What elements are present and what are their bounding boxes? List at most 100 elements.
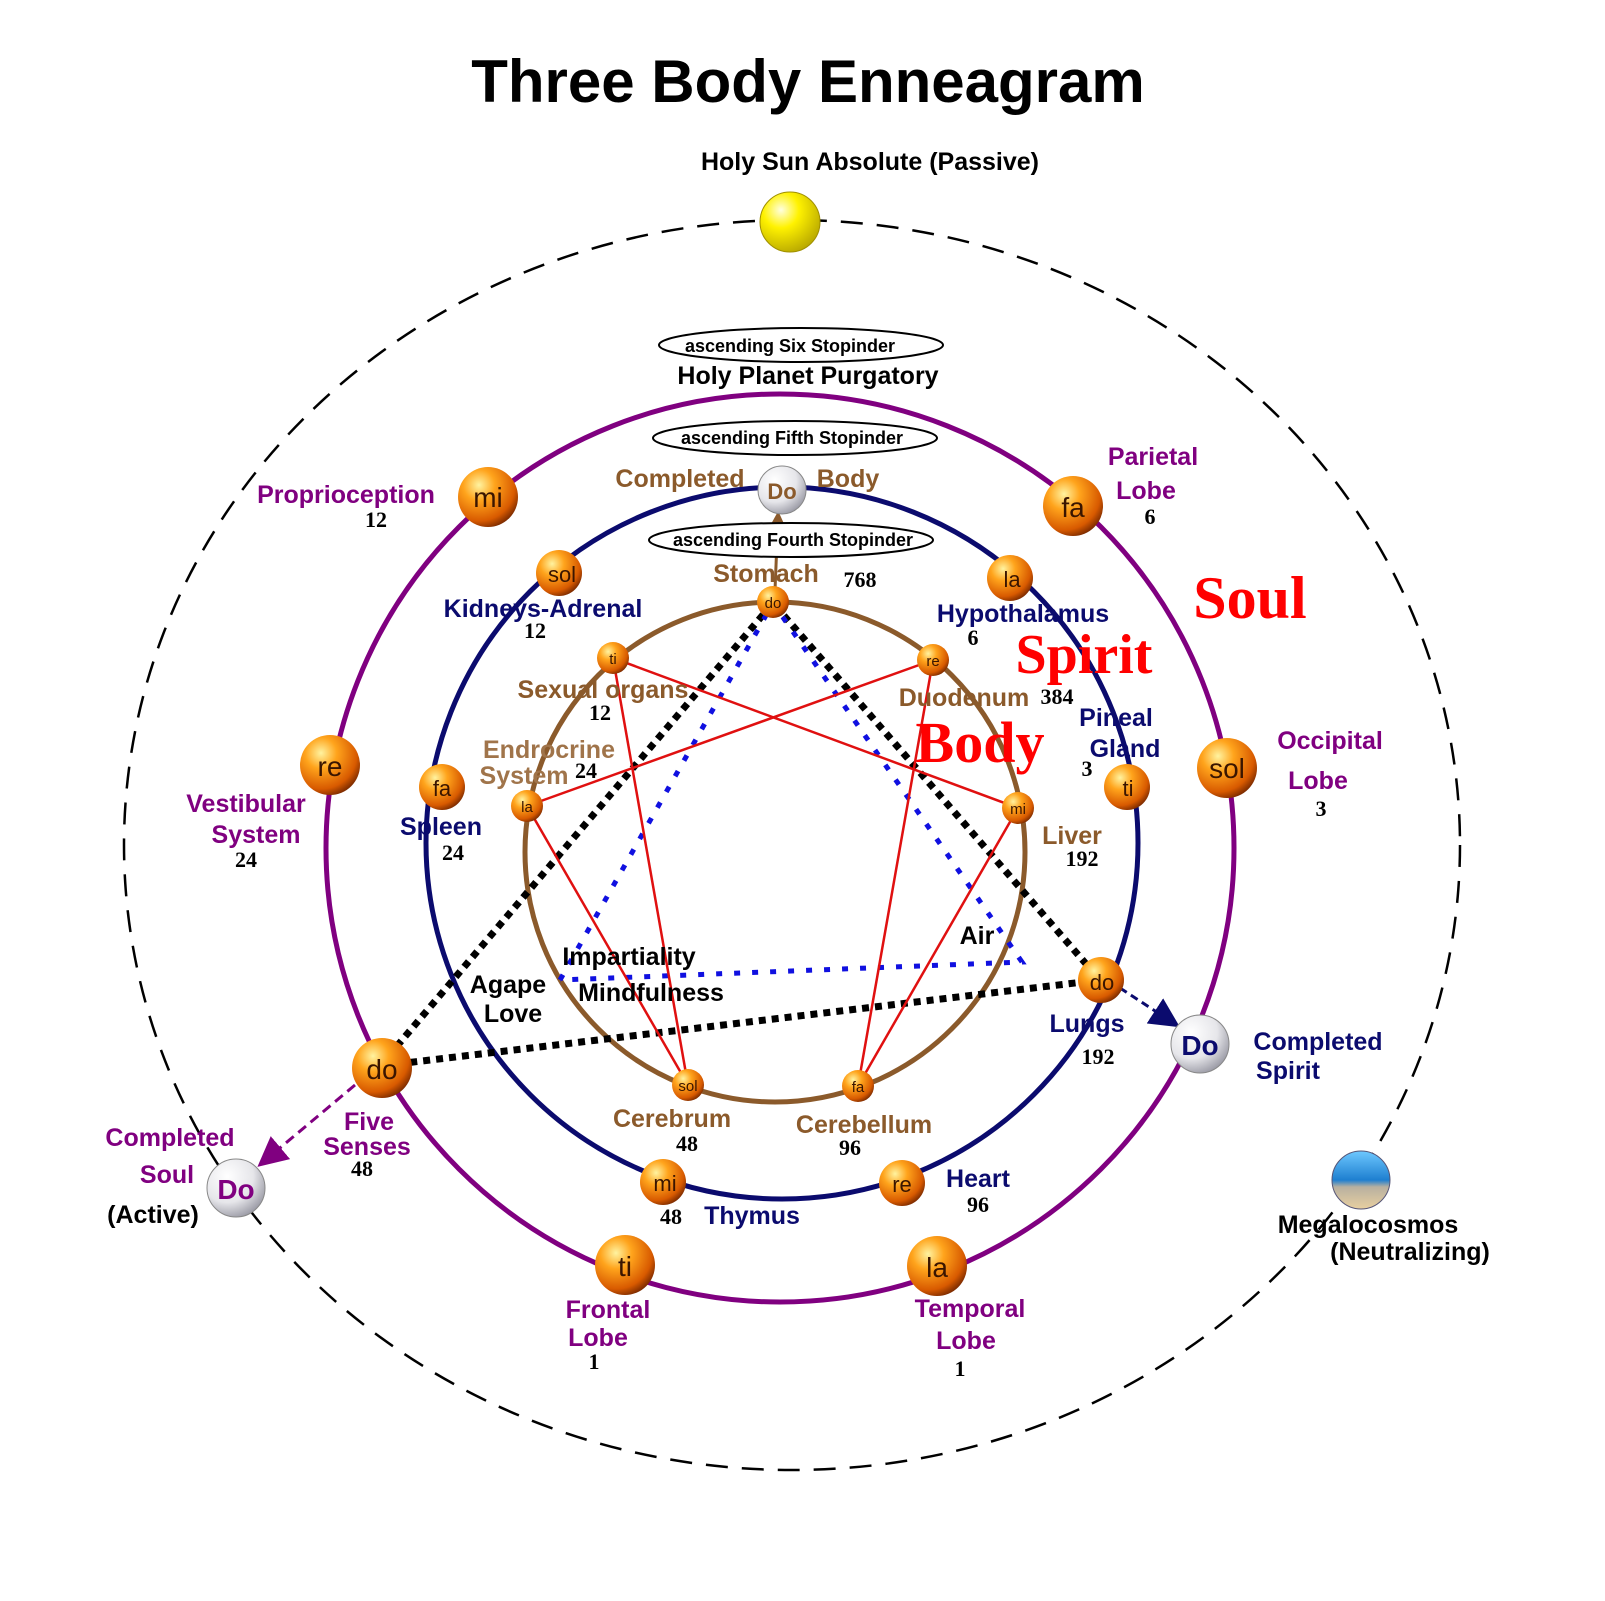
completed-spirit-label-1: Completed xyxy=(1253,1028,1382,1056)
svg-text:sol: sol xyxy=(548,562,576,587)
soul-num-vestibular: 24 xyxy=(235,847,257,872)
svg-text:Do: Do xyxy=(217,1174,254,1205)
svg-text:do: do xyxy=(1090,970,1114,995)
soul-label-vestibular-2: System xyxy=(212,821,301,849)
soul-num-proprioception: 12 xyxy=(365,507,387,532)
body-num-endocrine: 24 xyxy=(575,758,597,783)
soul-node-re: re xyxy=(300,735,360,795)
spirit-node-do: do xyxy=(1078,957,1124,1003)
soul-node-do: do xyxy=(352,1038,412,1098)
svg-text:Do: Do xyxy=(1181,1030,1218,1061)
body-label-duodenum: Duodenum xyxy=(899,684,1030,712)
body-label-cerebellum: Cerebellum xyxy=(796,1111,932,1139)
megalocosmos-label-1: Megalocosmos xyxy=(1278,1211,1459,1239)
outer-dashed-circle xyxy=(122,218,1462,1472)
spirit-word: Spirit xyxy=(1016,624,1153,686)
spirit-num-thymus: 48 xyxy=(660,1204,682,1229)
body-num-stomach: 768 xyxy=(844,567,877,592)
soul-label-five-senses-1: Five xyxy=(344,1108,394,1136)
spirit-label-pineal-1: Pineal xyxy=(1079,704,1153,732)
spirit-node-sol: sol xyxy=(536,550,582,596)
soul-word: Soul xyxy=(1193,565,1306,631)
body-num-cerebellum: 96 xyxy=(839,1135,861,1160)
spirit-label-kidneys: Kidneys-Adrenal xyxy=(444,595,643,623)
six-stopinder-label: ascending Six Stopinder xyxy=(685,336,895,356)
body-node-do: do xyxy=(757,586,789,618)
svg-text:do: do xyxy=(765,595,782,612)
spirit-node-mi: mi xyxy=(640,1159,686,1205)
fourth-stopinder-label: ascending Fourth Stopinder xyxy=(673,530,913,550)
svg-text:fa: fa xyxy=(852,1079,865,1096)
body-label-sexual-organs: Sexual organs xyxy=(518,676,689,704)
svg-text:la: la xyxy=(926,1252,948,1283)
svg-text:Do: Do xyxy=(767,479,796,504)
soul-label-occipital-1: Occipital xyxy=(1277,727,1383,755)
spirit-label-pineal-2: Gland xyxy=(1090,735,1161,763)
body-label-cerebrum: Cerebrum xyxy=(613,1105,731,1133)
soul-num-five-senses: 48 xyxy=(351,1156,373,1181)
fourth-stopinder-oval xyxy=(648,522,934,558)
svg-text:ti: ti xyxy=(609,651,617,668)
impartiality-label: Impartiality xyxy=(562,943,695,971)
completed-body-label-body: Body xyxy=(817,465,880,493)
completed-soul-sphere: Do xyxy=(206,1158,266,1218)
svg-text:la: la xyxy=(1003,567,1021,592)
spirit-num-heart: 96 xyxy=(967,1192,989,1217)
body-node-la: la xyxy=(511,790,543,822)
air-label: Air xyxy=(960,922,995,950)
svg-text:mi: mi xyxy=(653,1171,676,1196)
svg-text:re: re xyxy=(926,653,939,670)
holy-sun-label: Holy Sun Absolute (Passive) xyxy=(701,148,1039,176)
body-node-re: re xyxy=(917,644,949,676)
svg-text:fa: fa xyxy=(1061,492,1085,523)
body-label-endocrine-2: System xyxy=(480,762,569,790)
soul-circle xyxy=(323,391,1237,1305)
soul-label-proprioception: Proprioception xyxy=(257,481,435,509)
soul-node-sol: sol xyxy=(1197,738,1257,798)
spirit-num-pineal: 3 xyxy=(1082,756,1093,781)
megalocosmos-label-2: (Neutralizing) xyxy=(1330,1238,1490,1266)
spirit-label-lungs: Lungs xyxy=(1050,1010,1125,1038)
soul-label-parietal-2: Lobe xyxy=(1116,477,1176,505)
spirit-node-re: re xyxy=(879,1160,925,1206)
spirit-num-lungs: 192 xyxy=(1082,1044,1115,1069)
fifth-stopinder-label: ascending Fifth Stopinder xyxy=(681,428,903,448)
svg-text:re: re xyxy=(318,751,343,782)
love-label: Love xyxy=(484,1000,542,1028)
body-word: Body xyxy=(916,710,1045,775)
mindfulness-label: Mindfulness xyxy=(578,979,724,1007)
arrow-to-completed-spirit xyxy=(1119,986,1181,1028)
completed-body-label-completed: Completed xyxy=(615,465,744,493)
soul-label-five-senses-2: Senses xyxy=(323,1133,411,1161)
soul-node-la: la xyxy=(907,1236,967,1296)
completed-soul-label-2: Soul xyxy=(140,1161,194,1189)
soul-num-frontal: 1 xyxy=(589,1349,600,1374)
red-hexad-lines xyxy=(525,656,1020,1087)
body-num-duodenum: 384 xyxy=(1041,684,1074,709)
spirit-num-spleen: 24 xyxy=(442,840,464,865)
body-node-ti: ti xyxy=(597,642,629,674)
spirit-num-hypothalamus: 6 xyxy=(968,625,979,650)
body-node-fa: fa xyxy=(842,1070,874,1102)
agape-label: Agape xyxy=(470,971,547,999)
body-node-sol: sol xyxy=(672,1069,704,1101)
body-num-liver: 192 xyxy=(1066,846,1099,871)
svg-text:sol: sol xyxy=(1209,753,1245,784)
spirit-label-spleen: Spleen xyxy=(400,813,482,841)
completed-soul-label-1: Completed xyxy=(105,1124,234,1152)
spirit-label-heart: Heart xyxy=(946,1165,1011,1193)
body-num-cerebrum: 48 xyxy=(676,1131,698,1156)
svg-text:ti: ti xyxy=(618,1251,632,1282)
completed-spirit-sphere: Do xyxy=(1170,1014,1230,1074)
spirit-label-thymus: Thymus xyxy=(704,1202,800,1230)
svg-text:mi: mi xyxy=(473,482,503,513)
svg-text:fa: fa xyxy=(433,776,452,801)
black-dotted-triangle xyxy=(377,597,1107,1070)
soul-node-ti: ti xyxy=(595,1235,655,1295)
holy-sun-sphere xyxy=(759,191,821,253)
soul-label-temporal-1: Temporal xyxy=(915,1295,1026,1323)
body-label-stomach: Stomach xyxy=(713,560,819,588)
spirit-num-kidneys: 12 xyxy=(524,618,546,643)
body-label-liver: Liver xyxy=(1042,822,1102,850)
